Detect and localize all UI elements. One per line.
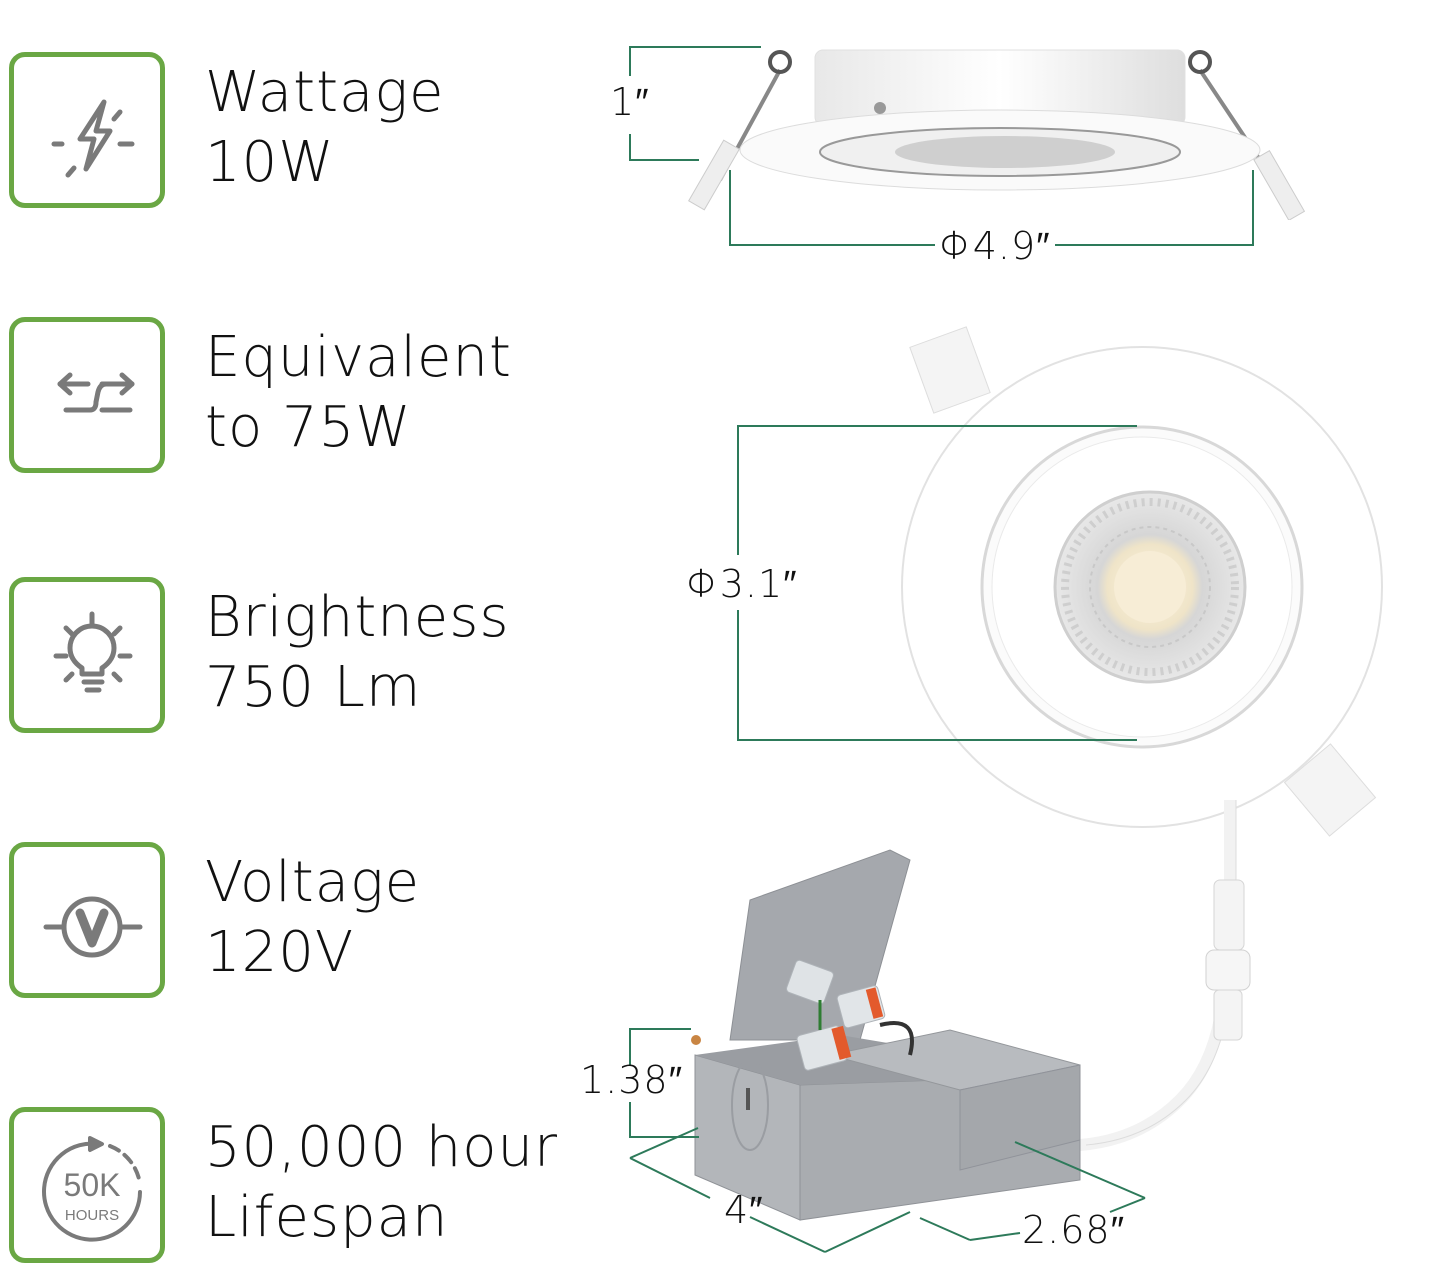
dim-inner-diameter: Φ3.1″ — [686, 562, 798, 606]
feature-value: 10W — [205, 130, 335, 195]
dim-side-height: 1″ — [610, 80, 650, 124]
brightness-icon-box — [9, 577, 165, 733]
wattage-icon-box — [9, 52, 165, 208]
feature-lifespan: 50K HOURS 50,000 hour Lifespan — [0, 1107, 560, 1267]
equivalent-arrows-icon — [57, 372, 135, 413]
svg-text:HOURS: HOURS — [65, 1207, 119, 1224]
downlight-side-view — [680, 40, 1340, 221]
equivalent-text: Equivalent to 75W — [205, 323, 512, 463]
dim-line — [737, 425, 1137, 427]
voltage-text: Voltage 120V — [205, 848, 420, 988]
voltage-icon-box — [9, 842, 165, 998]
lifespan-text: 50,000 hour Lifespan — [205, 1113, 558, 1253]
feature-title: Brightness — [205, 585, 510, 650]
dim-outer-diameter: Φ4.9″ — [935, 224, 1055, 269]
feature-title: Voltage — [205, 850, 421, 915]
dim-box-height: 1.38″ — [580, 1058, 684, 1102]
brightness-text: Brightness 750 Lm — [205, 583, 510, 723]
voltmeter-icon — [43, 896, 143, 958]
feature-value: 750 Lm — [205, 655, 422, 720]
dim-line — [629, 46, 631, 76]
lightning-icon — [51, 99, 135, 178]
dim-line — [629, 1136, 699, 1138]
feature-equivalent: Equivalent to 75W — [0, 317, 560, 477]
dim-line — [737, 739, 1137, 741]
power-cable — [1080, 800, 1251, 1151]
junction-box-image — [691, 849, 1081, 1221]
dim-line — [629, 46, 761, 48]
downlight-side-image — [688, 49, 1306, 221]
feature-brightness: Brightness 750 Lm — [0, 577, 560, 737]
wattage-text: Wattage 10W — [205, 58, 444, 198]
dim-line — [629, 1028, 631, 1066]
equivalent-icon-box — [9, 317, 165, 473]
dim-lines-box-base — [629, 1127, 1146, 1253]
dim-line — [629, 1102, 631, 1138]
dim-line — [629, 1028, 691, 1030]
dim-line — [737, 425, 739, 555]
feature-voltage: Voltage 120V — [0, 842, 560, 1002]
dim-box-length: 4″ — [724, 1188, 764, 1232]
junction-box — [680, 840, 1100, 1230]
lifespan-clock-icon: 50K HOURS — [42, 1136, 142, 1242]
lightbulb-icon — [53, 611, 133, 693]
dim-line — [1252, 170, 1254, 246]
dim-box-width: 2.68″ — [1022, 1208, 1126, 1252]
feature-title: Equivalent — [205, 325, 512, 390]
dim-line — [737, 610, 739, 741]
feature-value: 120V — [205, 920, 355, 985]
dim-line — [629, 134, 631, 160]
downlight-front-image — [901, 326, 1383, 837]
feature-wattage: Wattage 10W — [0, 52, 560, 212]
svg-text:50K: 50K — [64, 1167, 121, 1203]
dim-line — [729, 170, 731, 246]
feature-title: Wattage — [205, 60, 445, 125]
dim-line — [629, 159, 699, 161]
feature-value: Lifespan — [205, 1185, 449, 1250]
feature-title: 50,000 hour — [205, 1115, 559, 1180]
feature-value: to 75W — [205, 395, 412, 460]
downlight-front-view — [880, 325, 1400, 845]
lifespan-icon-box: 50K HOURS — [9, 1107, 165, 1263]
